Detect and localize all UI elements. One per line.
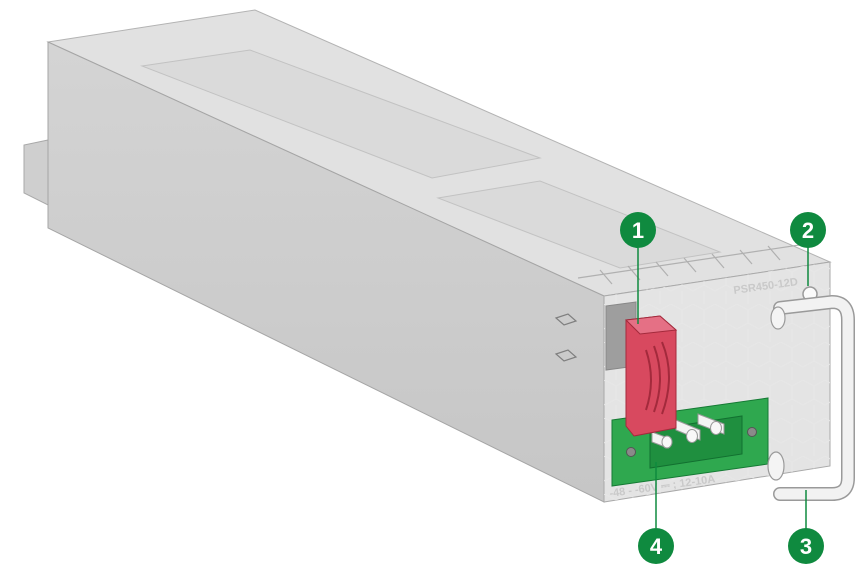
terminal-pins xyxy=(651,413,725,449)
callout-4: 4 xyxy=(638,528,674,564)
handle-highlight xyxy=(774,296,854,500)
callout-3: 3 xyxy=(788,528,824,564)
top-recess-2 xyxy=(436,180,722,269)
terminal-screw-left-icon xyxy=(626,447,636,457)
handle-end-bottom xyxy=(767,451,785,481)
terminal-screw-right-icon xyxy=(747,427,757,437)
rear-tab xyxy=(23,139,49,206)
callout-4-number: 4 xyxy=(650,534,663,559)
callout-3-number: 3 xyxy=(800,534,812,559)
latch-grip xyxy=(645,341,670,415)
side-mark-2 xyxy=(554,349,578,362)
callout-2-number: 2 xyxy=(802,218,814,243)
callout-1-number: 1 xyxy=(632,218,644,243)
handle-end-top xyxy=(770,306,786,330)
callout-2: 2 xyxy=(790,212,826,248)
callout-1: 1 xyxy=(620,212,656,248)
side-mark-1 xyxy=(554,313,578,326)
top-recess-1 xyxy=(140,49,542,179)
top-ribs xyxy=(577,243,807,285)
